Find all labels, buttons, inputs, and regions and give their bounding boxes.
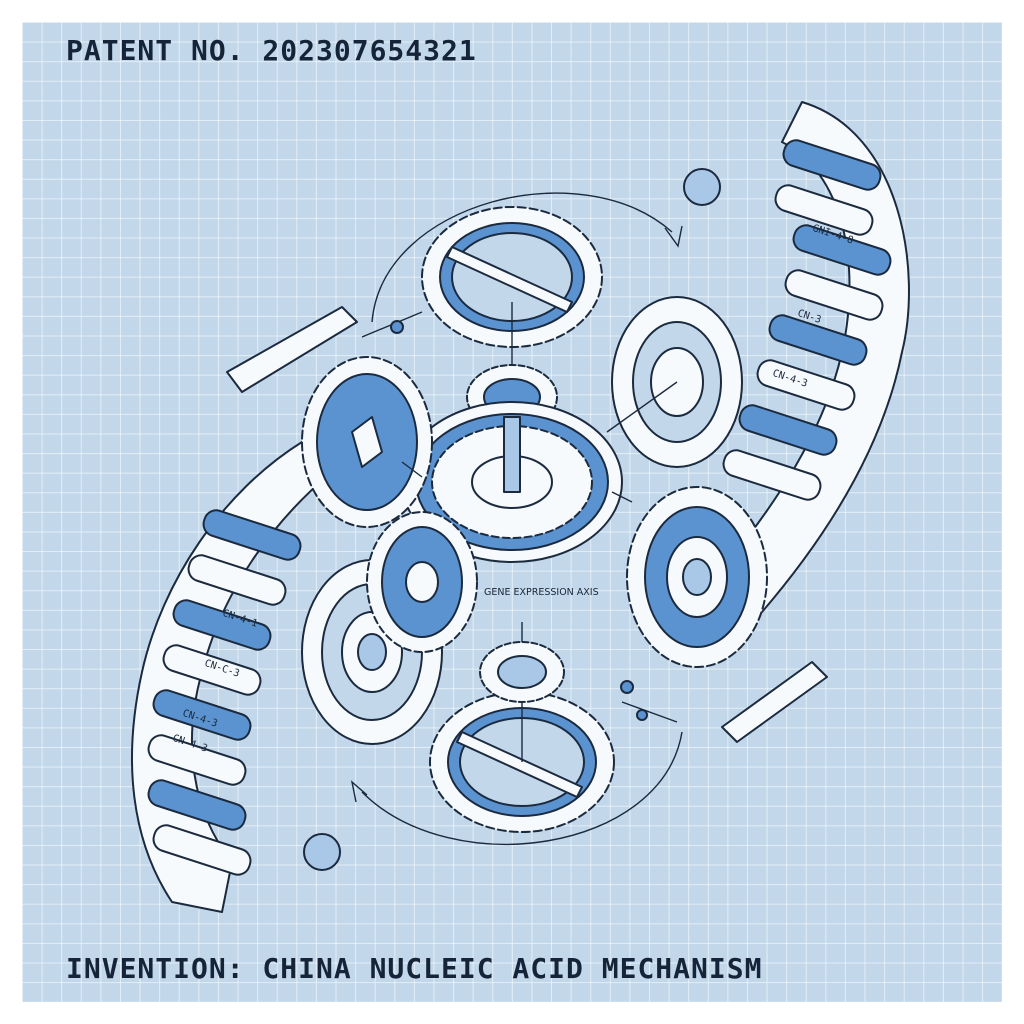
right-disk-upper (606, 296, 743, 468)
central-gear-stack (401, 302, 623, 703)
mechanism-diagram: GNI-4-8 CN-3 CN-4-3 CN-4-1 CN-C-3 CN-4-3… (131, 101, 910, 913)
axis-label: GENE EXPRESSION AXIS (484, 587, 599, 598)
axle-shafts (401, 461, 633, 503)
right-gear-lower (626, 486, 768, 668)
left-gear (301, 356, 433, 528)
top-gear (421, 206, 603, 348)
rotation-arrows (350, 192, 683, 845)
upper-module-chain: GNI-4-8 CN-3 CN-4-3 (711, 101, 910, 633)
invention-title: INVENTION: CHINA NUCLEIC ACID MECHANISM (66, 952, 763, 985)
loose-parts (226, 168, 828, 871)
patent-number: PATENT NO. 202307654321 (66, 34, 477, 67)
blueprint-sheet: PATENT NO. 202307654321 G (22, 22, 1002, 1002)
bottom-gear (429, 622, 615, 833)
lower-module-chain: CN-4-1 CN-C-3 CN-4-3 CN-4-3 (131, 441, 333, 913)
left-disk (301, 511, 478, 745)
